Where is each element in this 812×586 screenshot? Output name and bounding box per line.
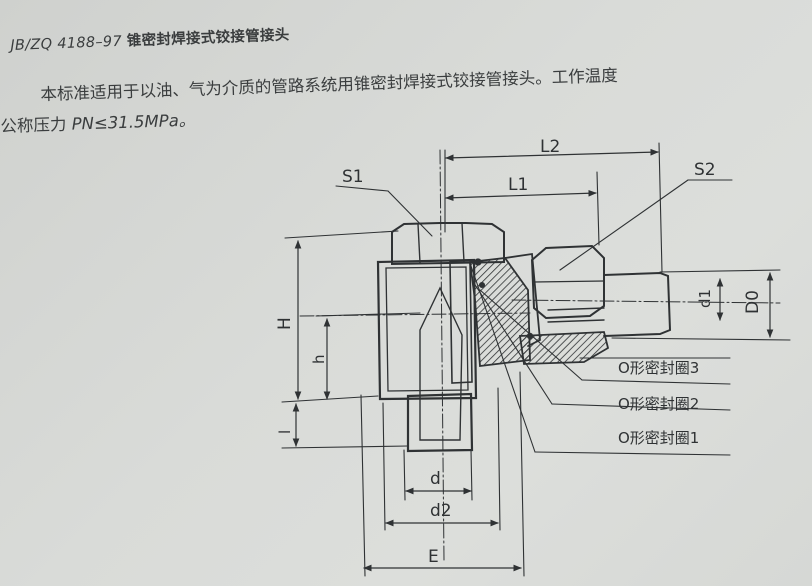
weld-tube <box>547 271 672 337</box>
hollow-bolt <box>449 261 473 384</box>
dim-label-l2: L2 <box>540 137 560 157</box>
dim-label-e: E <box>428 547 439 567</box>
dim-label-d1: d1 <box>696 289 714 308</box>
dim-label-d2: d2 <box>430 501 452 521</box>
dimension-lines <box>292 148 774 572</box>
leader-lines <box>335 179 733 456</box>
banjo-body <box>376 258 478 453</box>
weld-collar <box>518 331 610 365</box>
dim-label-d: d <box>430 469 441 489</box>
dim-label-s2: S2 <box>694 160 716 180</box>
dim-label-l1: L1 <box>508 175 528 195</box>
dim-label-h-upper: H <box>275 317 295 330</box>
extension-lines <box>281 142 791 577</box>
dim-label-h-lower: h <box>310 354 328 364</box>
hex-nut-s2 <box>530 244 605 320</box>
hex-nut-s1 <box>391 222 505 266</box>
dim-label-l: l <box>276 430 294 434</box>
dim-label-d0: D0 <box>743 290 763 314</box>
dim-label-s1: S1 <box>342 167 364 187</box>
legend-o-ring-1: O形密封圈1 <box>618 429 699 447</box>
legend-o-ring-2: O形密封圈2 <box>618 395 699 413</box>
o-ring-marks <box>474 258 534 340</box>
legend-o-ring-3: O形密封圈3 <box>618 359 699 377</box>
